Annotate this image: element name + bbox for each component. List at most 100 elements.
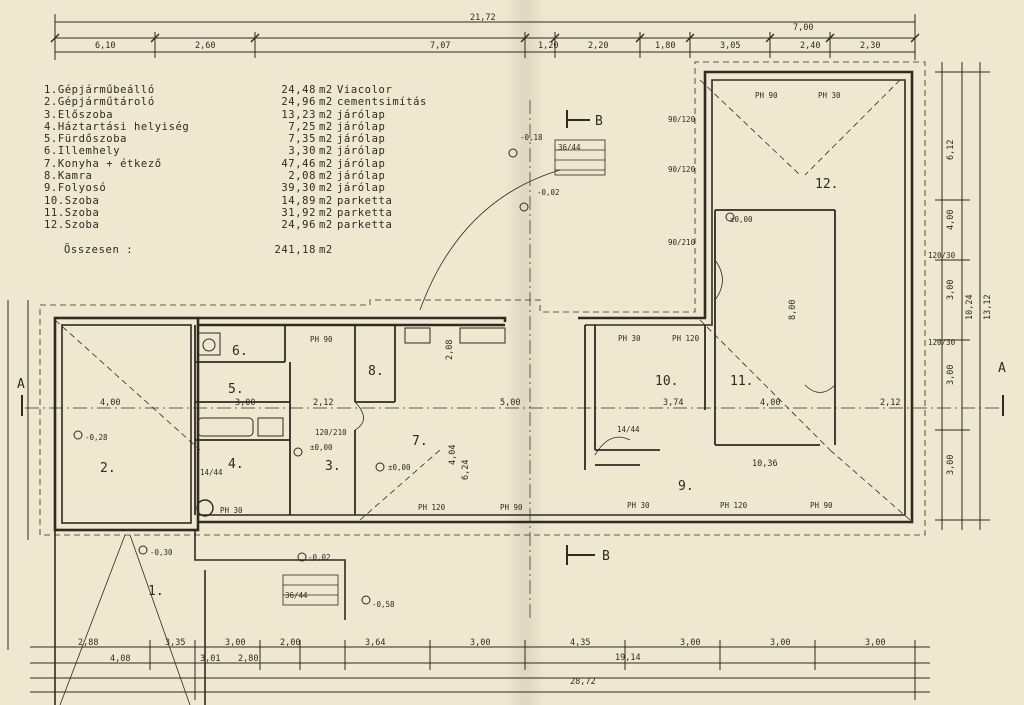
bottom-segment-dimension: 2,88 — [78, 638, 98, 648]
room-unit: m2 — [319, 182, 333, 195]
bottom-segment-dimension: 3,00 — [770, 638, 790, 648]
room-number: 12. — [815, 177, 838, 192]
right-segment-dimension: 3,00 — [946, 365, 956, 385]
top-segment-dimension: 2,30 — [860, 41, 880, 51]
section-label-b: B — [595, 114, 603, 129]
stair-label: 36/44 — [558, 143, 581, 152]
stairs — [282, 139, 606, 606]
room-number: 4. — [228, 457, 244, 472]
interior-dimension: 4,00 — [100, 398, 120, 408]
top-segment-dimension: 1,80 — [655, 41, 675, 51]
room-area: 2,08 — [288, 170, 316, 183]
bottom-segment-dimension: 3,35 — [165, 638, 185, 648]
paper-fold — [505, 0, 545, 705]
window-label: PH 120 — [418, 503, 446, 512]
room-area: 24,96 — [281, 96, 316, 109]
room-finish: cementsimítás — [337, 96, 427, 109]
room-unit: m2 — [319, 133, 333, 146]
bottom-sub-dimension: 2,80 — [238, 654, 258, 664]
window-label: 90/120 — [668, 115, 696, 124]
room-finish: járólap — [337, 108, 386, 121]
window-label: PH 90 — [310, 335, 333, 344]
bottom-segment-dimension: 3,00 — [225, 638, 245, 648]
level-label: -0,58 — [372, 600, 395, 609]
room-unit: m2 — [319, 170, 333, 183]
room-area: 7,25 — [288, 120, 316, 133]
window-label: PH 120 — [672, 334, 700, 343]
interior-dimension: 4,04 — [448, 445, 458, 465]
level-label: ±0,00 — [310, 443, 333, 452]
bottom-overall-dimension: 28,72 — [570, 677, 596, 687]
room-unit: m2 — [319, 206, 333, 219]
room-finish: Viacolor — [337, 84, 393, 96]
room-number: 2. — [100, 461, 116, 476]
room-finish: járólap — [337, 170, 386, 183]
top-segment-dimension: 7,07 — [430, 41, 450, 51]
window-label: PH 120 — [720, 501, 748, 510]
level-label: ±0,00 — [388, 463, 411, 472]
room-number: 1. — [148, 584, 164, 599]
bottom-dimension-lines — [30, 640, 930, 700]
top-right-dimension: 7,00 — [793, 23, 813, 33]
window-label: PH 30 — [627, 501, 650, 510]
window-label: PH 30 — [220, 506, 243, 515]
window-label: 90/210 — [668, 238, 696, 247]
room-area: 7,35 — [288, 133, 316, 146]
window-label: 120/30 — [928, 251, 956, 260]
room-finish: járólap — [337, 133, 386, 146]
room-area: 14,89 — [281, 194, 316, 207]
window-label: 90/120 — [668, 165, 696, 174]
bottom-segment-dimension: 3,00 — [470, 638, 490, 648]
roof-outline — [39, 61, 926, 536]
room-number: 5. — [228, 382, 244, 397]
interior-dimension: 3,74 — [663, 398, 683, 408]
top-segment-dimension: 2,60 — [195, 41, 215, 51]
room-name: 7.Konyha + étkező — [44, 157, 162, 170]
interior-dimension: 6,24 — [461, 460, 471, 480]
room-unit: m2 — [319, 108, 333, 121]
top-segment-dimension: 1,20 — [538, 41, 558, 51]
total-spacer — [337, 232, 427, 256]
room-unit: m2 — [319, 96, 333, 109]
window-label: PH 90 — [755, 91, 778, 100]
right-segment-dimension: 3,00 — [946, 455, 956, 475]
room-name: 8.Kamra — [44, 170, 93, 183]
top-segment-dimension: 3,05 — [720, 41, 740, 51]
room-name: 2.Gépjárműtároló — [44, 96, 155, 109]
level-markers — [73, 148, 735, 605]
interior-dimension: 10,36 — [752, 459, 778, 469]
bottom-segment-dimension: 2,00 — [280, 638, 300, 648]
bottom-segment-dimension: 4,35 — [570, 638, 590, 648]
room-unit: m2 — [319, 194, 333, 207]
level-label: -0,02 — [308, 553, 331, 562]
stair-label: 36/44 — [285, 591, 308, 600]
fixtures — [197, 327, 506, 437]
section-marks — [21, 110, 1004, 565]
bottom-segment-dimension: 3,64 — [365, 638, 385, 648]
room-finish: járólap — [337, 120, 386, 133]
interior-dimension: 5,00 — [500, 398, 520, 408]
section-label-a: A — [17, 377, 25, 392]
level-label: -0,18 — [520, 133, 543, 142]
level-label: ±0,00 — [730, 215, 753, 224]
top-segment-dimension: 2,40 — [800, 41, 820, 51]
room-number: 8. — [368, 364, 384, 379]
total-area: 241,18 — [274, 243, 316, 256]
right-total-dimension: 10,24 — [965, 294, 975, 320]
bottom-segment-dimension: 3,00 — [680, 638, 700, 648]
room-number: 3. — [325, 459, 341, 474]
level-label: -0,30 — [150, 548, 173, 557]
room-name: 10.Szoba — [44, 194, 100, 207]
room-area: 3,30 — [288, 145, 316, 158]
right-dimension-lines — [935, 62, 990, 530]
top-segment-dimension: 2,20 — [588, 41, 608, 51]
window-label: 120/210 — [315, 428, 347, 437]
